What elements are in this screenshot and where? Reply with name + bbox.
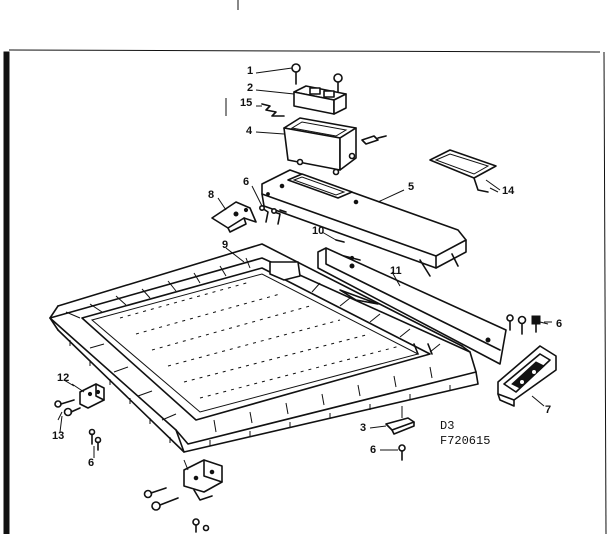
housing-part-4	[283, 117, 357, 176]
diagram-code-section: D3	[440, 419, 455, 433]
screws-part-13	[54, 399, 81, 421]
callout-11: 11	[390, 265, 402, 277]
callout-3: 3	[360, 422, 367, 434]
rear-rail-part-11	[317, 247, 507, 365]
callout-15: 15	[240, 97, 253, 109]
scan-border-top	[8, 49, 601, 53]
screw-part-1a	[291, 63, 301, 85]
callout-8: 8	[208, 189, 215, 201]
console-cover-part-5	[261, 169, 467, 277]
screw-set-part-6-top	[258, 205, 287, 225]
spring-clip-part-15	[261, 103, 285, 117]
callout-10: 10	[312, 225, 325, 237]
screws-bottom-hinge	[143, 487, 210, 533]
callout-12: 12	[57, 372, 70, 384]
rivet-part-10	[335, 239, 361, 261]
callout-9: 9	[222, 239, 229, 251]
leader-lines	[59, 67, 549, 458]
end-cap-part-7	[497, 345, 557, 407]
hinge-part-12	[71, 383, 105, 409]
callout-4: 4	[246, 125, 253, 137]
screw-part-1b	[333, 73, 343, 93]
callout-6-right: 6	[556, 318, 563, 330]
hinge-bottom	[183, 459, 223, 501]
screws-part-6-left	[88, 428, 102, 451]
callout-6-bottom: 6	[370, 444, 377, 456]
scan-border-left	[3, 51, 10, 534]
screws-part-6-right	[506, 314, 552, 335]
callout-2: 2	[247, 82, 254, 94]
callout-13: 13	[52, 430, 65, 442]
callout-1: 1	[247, 65, 254, 77]
callout-14: 14	[502, 185, 515, 197]
callout-6-left: 6	[88, 457, 95, 469]
clip-part-3	[385, 406, 415, 435]
screw-part-6-bottom	[398, 444, 406, 461]
frame-panel-part-9	[49, 243, 479, 453]
scan-border-right	[603, 51, 607, 534]
control-module-part-2	[293, 85, 347, 115]
bracket-part-8	[211, 201, 257, 233]
screw-housing	[361, 135, 387, 145]
callout-5: 5	[408, 181, 415, 193]
callout-7: 7	[545, 404, 552, 416]
diagram-code-number: F720615	[440, 434, 491, 448]
plate-part-14	[429, 149, 499, 193]
callout-6-top: 6	[243, 176, 250, 188]
